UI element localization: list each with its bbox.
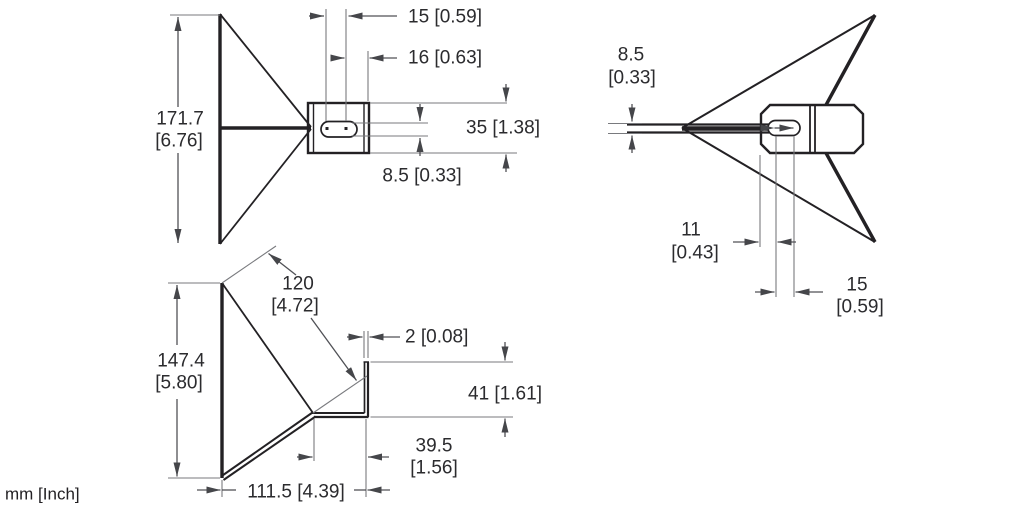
side-view-dimension-lines: [628, 104, 823, 296]
slot-center-mark: [325, 127, 329, 130]
side-bar-width-mm-label: 8.5: [617, 44, 645, 66]
front-block-height-label: 35 [1.38]: [466, 117, 540, 139]
front-view-extension-lines: [170, 9, 517, 154]
bottom-view-bracket-outline: [220, 282, 370, 481]
front-slot-width-label: 8.5 [0.33]: [382, 165, 462, 187]
front-view: [170, 9, 517, 245]
side-edge-slot-mm-label: 11: [681, 219, 701, 241]
dim-120-arrow-upper: [268, 252, 297, 276]
bottom-arm-length-label: 41 [1.61]: [468, 383, 542, 405]
bottom-view: [168, 245, 513, 497]
front-slot-length-label: 15 [0.59]: [408, 6, 482, 28]
side-edge-slot-inch-label: [0.43]: [671, 242, 719, 264]
bottom-height-inch-label: [5.80]: [155, 372, 203, 394]
front-view-horn-outline: [218, 13, 312, 245]
side-view-extension-lines: [608, 122, 795, 297]
side-slot-length-inch-label: [0.59]: [836, 296, 884, 318]
front-height-inch-label: [6.76]: [155, 130, 203, 152]
bottom-depth-label: 111.5 [4.39]: [247, 481, 345, 503]
side-view-feed-bar: [627, 123, 770, 134]
bottom-view-dimension-lines: [173, 252, 509, 494]
bottom-view-extension-lines: [168, 245, 513, 497]
slot-center-mark: [344, 127, 348, 130]
side-slot-length-mm-label: 15: [846, 274, 868, 296]
front-view-slot: [320, 120, 358, 138]
bottom-height-mm-label: 147.4: [157, 350, 205, 372]
bottom-flange-mm-label: 120: [282, 273, 314, 295]
front-height-mm-label: 171.7: [156, 108, 204, 130]
bottom-offset-mm-label: 39.5: [415, 435, 453, 457]
side-view-horn-outline: [681, 14, 877, 243]
bottom-thickness-label: 2 [0.08]: [405, 326, 469, 348]
side-view: [608, 14, 877, 297]
side-bar-width-inch-label: [0.33]: [608, 67, 656, 89]
bottom-offset-inch-label: [1.56]: [410, 457, 458, 479]
front-view-clamp-block: [306, 101, 371, 155]
units-note: mm [Inch]: [5, 484, 80, 504]
dim-120-arrow-lower: [310, 317, 358, 381]
front-view-dimension-lines: [174, 12, 510, 243]
bottom-flange-inch-label: [4.72]: [271, 295, 319, 317]
front-slot-edge-label: 16 [0.63]: [408, 47, 482, 69]
